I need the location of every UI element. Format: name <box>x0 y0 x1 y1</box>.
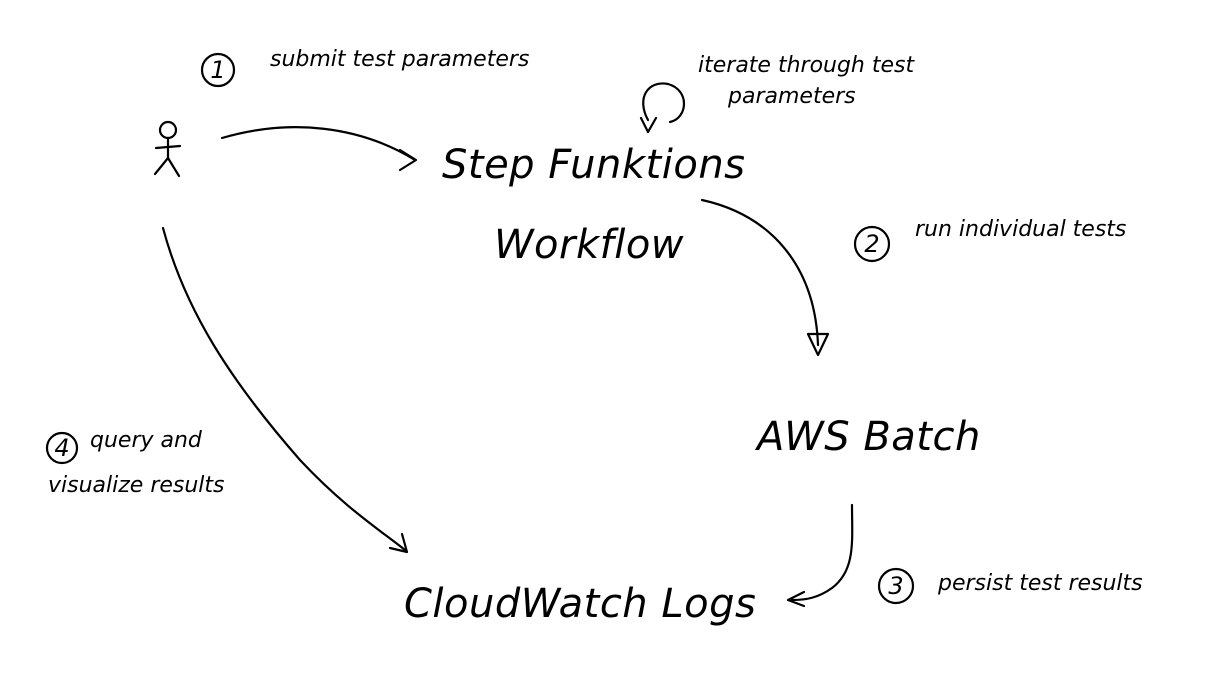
arrow-batch-to-cloudwatch <box>790 503 854 602</box>
step-1-badge: 1 <box>200 52 236 88</box>
stepfunctions-title-line1: Step Funktions <box>442 142 746 188</box>
iterate-loop-arrowhead-icon <box>639 116 658 134</box>
step-4-number: 4 <box>54 434 69 462</box>
iterate-note-line2: parameters <box>727 84 856 109</box>
arrow-user-to-stepfunctions <box>220 126 417 162</box>
step-4-label-line1: query and <box>90 428 203 453</box>
step-3-label: persist test results <box>937 571 1143 596</box>
aws-batch-title: AWS Batch <box>754 414 981 460</box>
arrow-user-to-cloudwatch <box>161 226 407 552</box>
user-stick-figure-icon <box>153 120 182 178</box>
step-4-label-line2: visualize results <box>48 473 225 498</box>
arrowhead-batch-icon <box>806 332 830 357</box>
arrowhead-stepfunctions-icon <box>398 148 418 172</box>
arrow-stepfunctions-to-batch <box>700 198 820 347</box>
step-2-label: run individual tests <box>915 217 1126 242</box>
iterate-note-line1: iterate through test <box>698 53 915 78</box>
step-3-number: 3 <box>888 572 903 600</box>
step-1-label: submit test parameters <box>270 47 529 72</box>
arrowhead-cloudwatch-right-icon <box>786 590 806 608</box>
step-4-badge: 4 <box>45 431 79 465</box>
stepfunctions-title-line2: Workflow <box>494 222 684 268</box>
step-3-badge: 3 <box>877 567 915 605</box>
step-1-number: 1 <box>210 56 225 84</box>
cloudwatch-logs-title: CloudWatch Logs <box>404 581 756 627</box>
step-2-number: 2 <box>864 230 879 258</box>
step-2-badge: 2 <box>853 225 891 263</box>
arrowhead-cloudwatch-left-icon <box>388 532 409 554</box>
iterate-loop-arrow <box>642 82 685 124</box>
